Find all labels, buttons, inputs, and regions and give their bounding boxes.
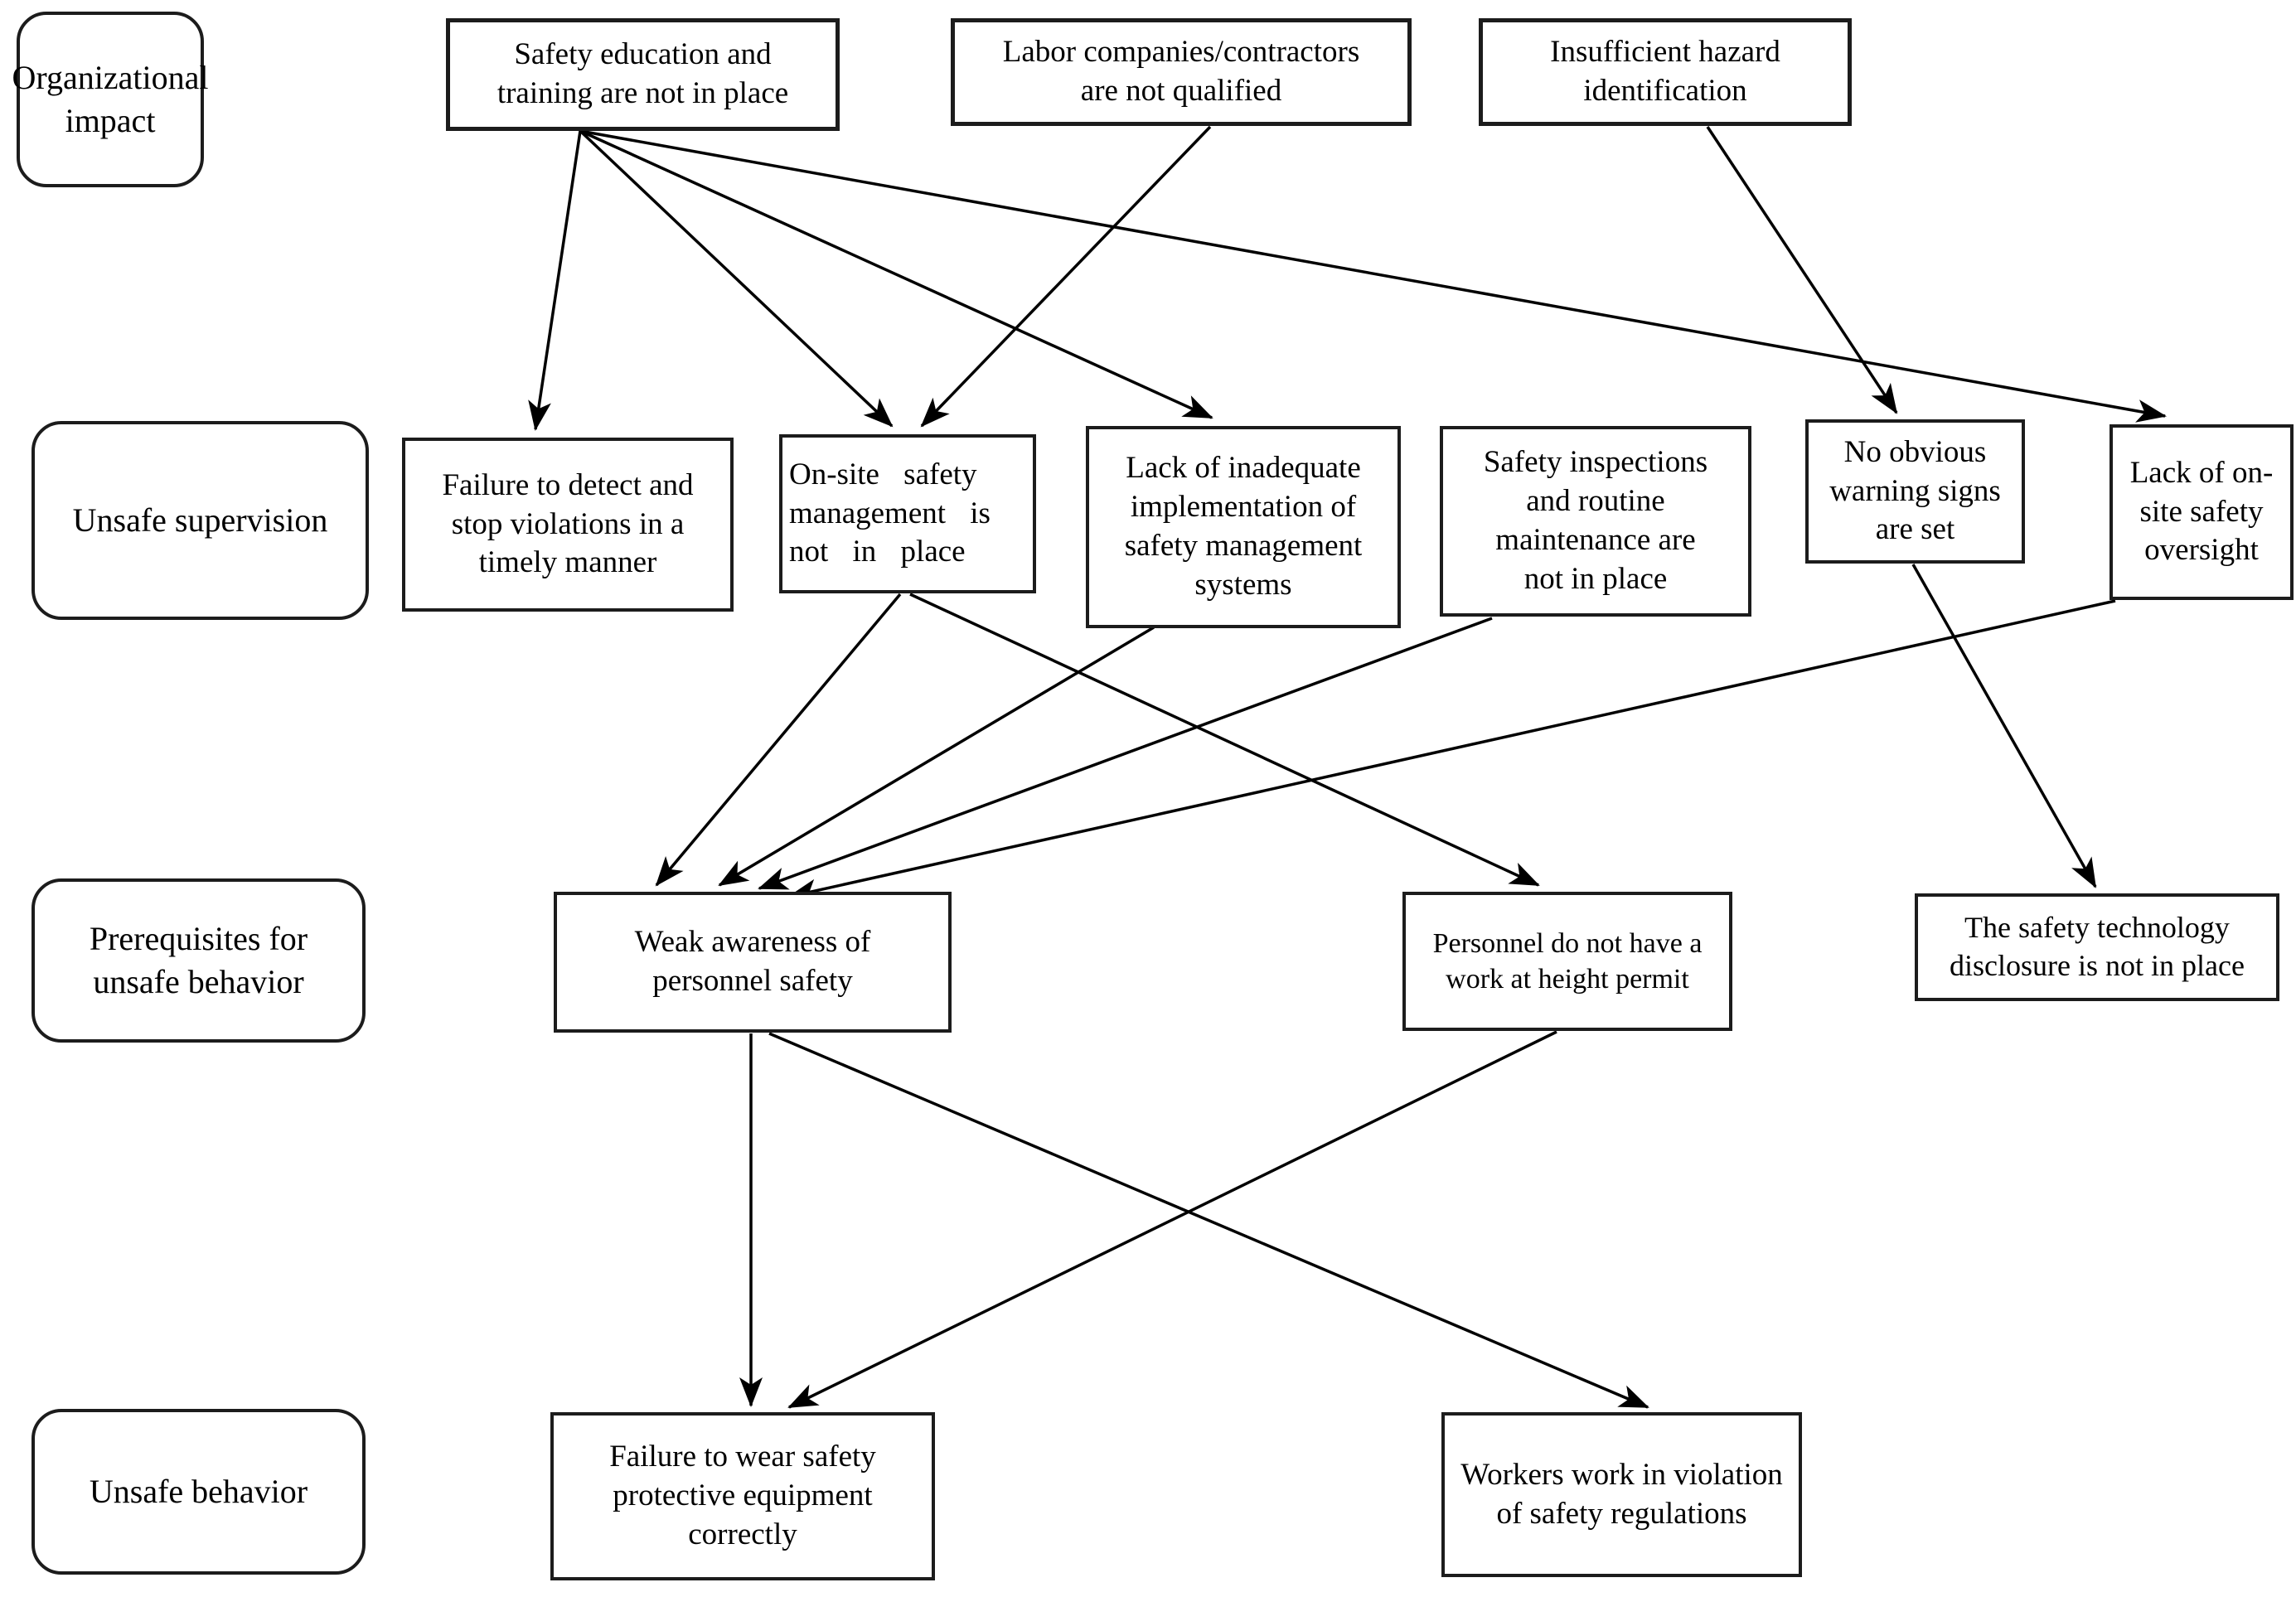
node-label: The safety technology disclosure is not … bbox=[1950, 911, 2245, 982]
node-safety-technology-disclosure: The safety technology disclosure is not … bbox=[1915, 893, 2279, 1001]
node-label: Lack of on- site safety oversight bbox=[2129, 455, 2274, 568]
arrow-safety-education-to-lack-implementation bbox=[579, 129, 1213, 419]
arrow-lack-oversight-to-weak-awareness bbox=[787, 599, 2116, 903]
arrow-labor-companies-to-onsite-management bbox=[920, 125, 1212, 428]
node-label: Insufficient hazard identification bbox=[1550, 35, 1780, 108]
arrow-safety-education-to-lack-oversight bbox=[579, 129, 2167, 423]
node-failure-wear-protective-equipment: Failure to wear safety protective equipm… bbox=[550, 1412, 935, 1580]
node-label: Labor companies/contractors are not qual… bbox=[1002, 35, 1360, 108]
node-label: Workers work in violation of safety regu… bbox=[1460, 1457, 1783, 1531]
node-label: On-site safety management is not in plac… bbox=[789, 457, 991, 569]
arrow-safety-inspections-to-weak-awareness bbox=[758, 617, 1493, 890]
node-label: No obvious warning signs are set bbox=[1829, 434, 2001, 547]
node-label: Safety education and training are not in… bbox=[496, 37, 789, 110]
arrow-insufficient-hazard-to-no-warning-signs bbox=[1706, 126, 1898, 414]
node-weak-awareness-personnel-safety: Weak awareness of personnel safety bbox=[554, 892, 952, 1033]
level-label-text: Unsafe supervision bbox=[72, 501, 328, 539]
level-label-prerequisites-unsafe-behavior: Prerequisites for unsafe behavior bbox=[31, 878, 366, 1043]
level-label-text: Unsafe behavior bbox=[89, 1473, 308, 1510]
node-safety-inspections-maintenance: Safety inspections and routine maintenan… bbox=[1440, 426, 1751, 617]
node-no-work-at-height-permit: Personnel do not have a work at height p… bbox=[1402, 892, 1732, 1031]
node-label: Safety inspections and routine maintenan… bbox=[1483, 445, 1708, 596]
node-label: Failure to wear safety protective equipm… bbox=[609, 1440, 876, 1551]
level-label-unsafe-behavior: Unsafe behavior bbox=[31, 1409, 366, 1575]
level-label-organizational-impact: Organizational impact bbox=[12, 12, 208, 187]
arrow-no-height-permit-to-failure-wear bbox=[787, 1030, 1557, 1409]
node-safety-education-training: Safety education and training are not in… bbox=[446, 18, 840, 131]
arrow-weak-awareness-to-workers-violation bbox=[768, 1032, 1649, 1409]
node-label: Lack of inadequate implementation of saf… bbox=[1124, 451, 1363, 602]
arrow-safety-education-to-failure-detect bbox=[528, 130, 582, 431]
node-failure-detect-stop-violations: Failure to detect and stop violations in… bbox=[402, 438, 734, 612]
node-onsite-safety-management: On-site safety management is not in plac… bbox=[779, 434, 1036, 593]
node-lack-onsite-safety-oversight: Lack of on- site safety oversight bbox=[2110, 424, 2294, 600]
arrow-onsite-management-to-weak-awareness bbox=[655, 593, 902, 887]
arrow-onsite-management-to-no-height-permit bbox=[909, 593, 1540, 887]
level-label-text: Prerequisites for unsafe behavior bbox=[89, 920, 308, 1000]
arrow-no-warning-signs-to-tech-disclosure bbox=[1911, 564, 2097, 888]
node-labor-companies-not-qualified: Labor companies/contractors are not qual… bbox=[951, 18, 1412, 126]
node-label: Personnel do not have a work at height p… bbox=[1432, 927, 1703, 994]
node-lack-implementation-safety-systems: Lack of inadequate implementation of saf… bbox=[1086, 426, 1401, 628]
node-no-warning-signs: No obvious warning signs are set bbox=[1805, 419, 2025, 564]
node-insufficient-hazard-identification: Insufficient hazard identification bbox=[1479, 18, 1852, 126]
node-label: Failure to detect and stop violations in… bbox=[442, 467, 694, 580]
level-label-text: Organizational impact bbox=[12, 59, 209, 139]
node-workers-violate-safety-regulations: Workers work in violation of safety regu… bbox=[1441, 1412, 1802, 1577]
level-label-unsafe-supervision: Unsafe supervision bbox=[31, 421, 369, 620]
node-label: Weak awareness of personnel safety bbox=[634, 925, 871, 998]
arrow-lack-implementation-to-weak-awareness bbox=[718, 626, 1155, 887]
arrow-safety-education-to-onsite-management bbox=[579, 129, 894, 428]
